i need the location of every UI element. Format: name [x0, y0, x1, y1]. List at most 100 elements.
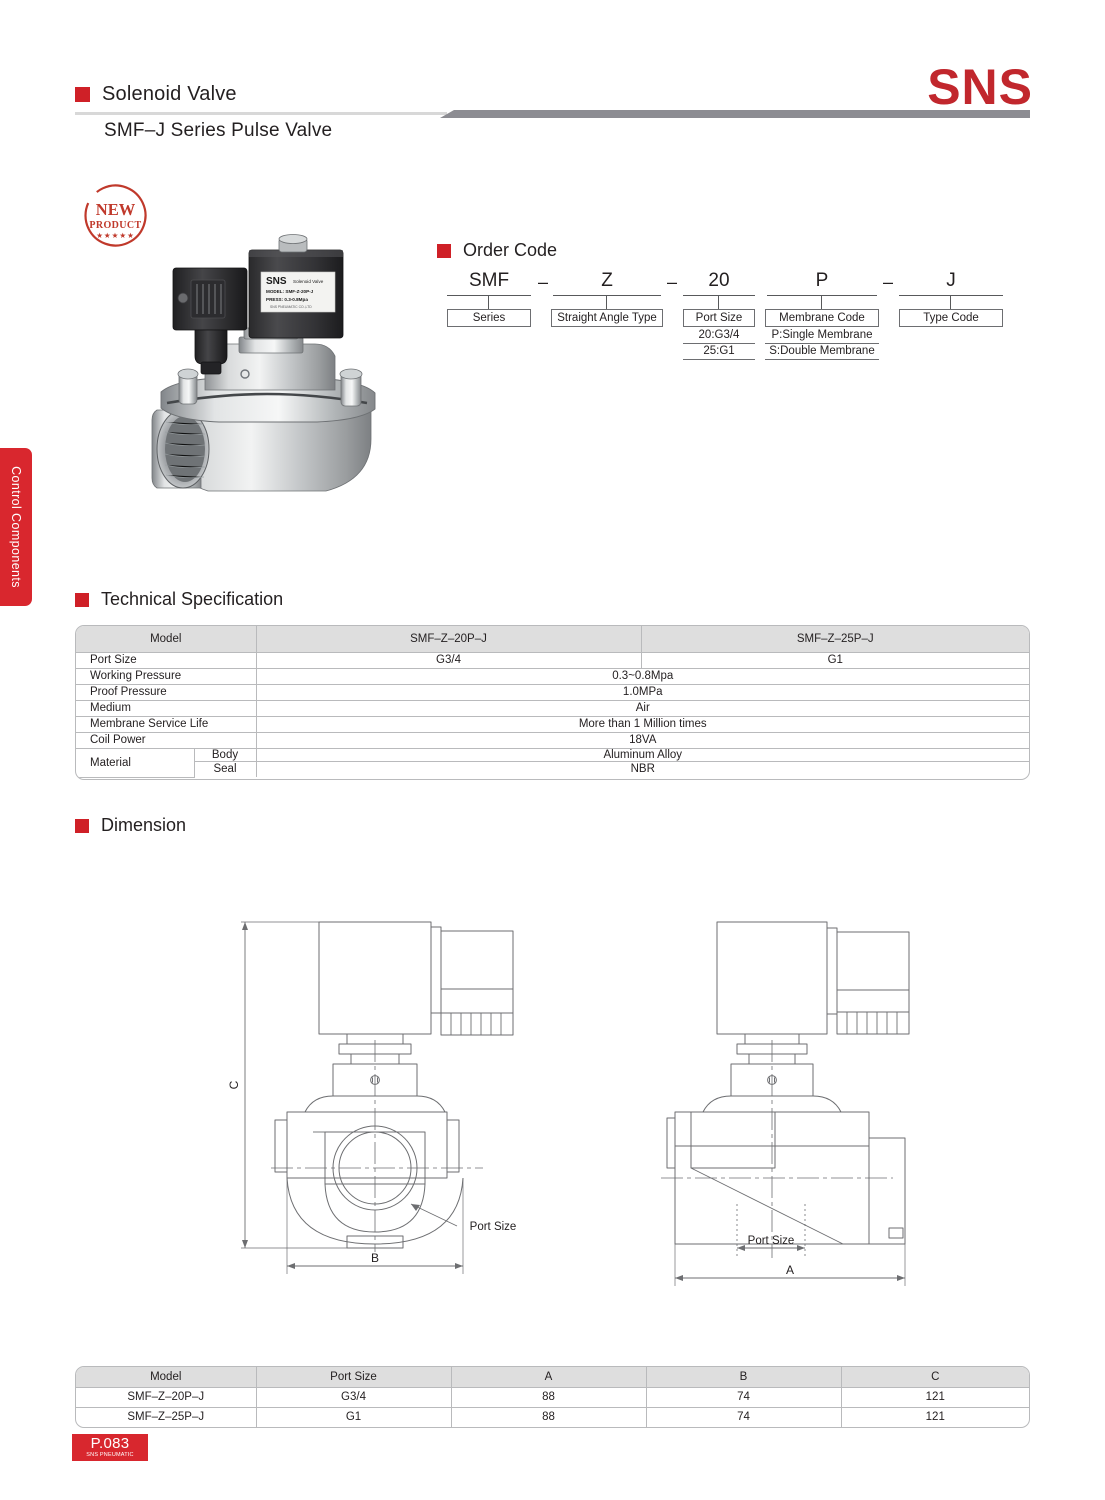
dimension-label-c: C	[227, 1080, 241, 1089]
table-row: SMF–Z–20P–J G3/4 88 74 121	[76, 1387, 1029, 1408]
dim-row-1-port-size: G1	[256, 1407, 452, 1427]
tech-label-working-pressure: Working Pressure	[76, 668, 257, 685]
order-code-note-membrane-2: S:Double Membrane	[765, 344, 879, 360]
tech-value-medium: Air	[256, 700, 1029, 717]
svg-text:PRESS: 0.3-0.8Mpa: PRESS: 0.3-0.8Mpa	[266, 297, 308, 302]
dim-row-0-model: SMF–Z–20P–J	[76, 1387, 257, 1408]
dim-row-0-a: 88	[451, 1387, 647, 1408]
tech-header-model-25p: SMF–Z–25P–J	[641, 626, 1029, 653]
tech-label-proof-pressure: Proof Pressure	[76, 684, 257, 701]
tech-label-membrane-service-life: Membrane Service Life	[76, 716, 257, 733]
tech-value-body: Aluminum Alloy	[256, 748, 1029, 762]
front-view-drawing	[241, 921, 514, 1274]
tech-value-membrane-service-life: More than 1 Million times	[256, 716, 1029, 733]
order-code-value-series: SMF	[468, 270, 510, 291]
tech-label-port-size: Port Size	[76, 652, 257, 669]
page-number-badge: P.083 SNS PNEUMATIC	[72, 1434, 148, 1461]
order-code-value-angle: Z	[601, 270, 613, 291]
table-row: Working Pressure 0.3~0.8Mpa	[76, 668, 1029, 685]
header-rule-thin	[75, 112, 447, 115]
dim-header-b: B	[646, 1367, 842, 1388]
order-code-leader-5	[950, 295, 952, 309]
dim-row-0-b: 74	[646, 1387, 842, 1408]
page-title: SMF–J Series Pulse Valve	[104, 120, 333, 141]
table-row-header: Model SMF–Z–20P–J SMF–Z–25P–J	[76, 626, 1029, 653]
dim-row-1-model: SMF–Z–25P–J	[76, 1407, 257, 1427]
section-title-technical-specification: Technical Specification	[101, 589, 284, 609]
svg-text:SNS PNEUMATIC CO.,LTD: SNS PNEUMATIC CO.,LTD	[270, 305, 312, 309]
order-code-dash-3: –	[883, 272, 894, 292]
product-photo: SNS Solenoid Valve MODEL: SMF-Z-20P-J PR…	[145, 232, 390, 517]
tech-value-coil-power: 18VA	[256, 732, 1029, 749]
tech-header-model: Model	[76, 626, 257, 653]
order-code-note-membrane-1: P:Single Membrane	[765, 328, 879, 344]
svg-text:NEW: NEW	[96, 200, 136, 219]
tech-sublabel-seal: Seal	[194, 761, 257, 777]
order-code-leader-3	[718, 295, 720, 309]
svg-text:PRODUCT: PRODUCT	[89, 220, 141, 231]
tech-label-coil-power: Coil Power	[76, 732, 257, 749]
order-code-leader-1	[488, 295, 490, 309]
table-row: Membrane Service Life More than 1 Millio…	[76, 716, 1029, 733]
dim-row-0-c: 121	[841, 1387, 1029, 1408]
dimension-drawings: C B Port Size Port Size A	[75, 880, 1030, 1300]
red-square-bullet-icon	[437, 243, 451, 258]
order-code-leader-4	[821, 295, 823, 309]
order-code-note-port-2: 25:G1	[683, 344, 755, 360]
dim-header-model: Model	[76, 1367, 257, 1388]
section-title-order-code: Order Code	[463, 240, 558, 260]
header-category-label: Solenoid Valve	[102, 83, 237, 105]
section-heading-technical-specification: Technical Specification	[75, 589, 283, 610]
order-code-value-type: J	[946, 270, 956, 291]
side-view-drawing	[661, 921, 910, 1286]
section-title-dimension: Dimension	[101, 815, 187, 835]
dim-row-1-c: 121	[925, 1411, 945, 1424]
svg-text:Solenoid Valve: Solenoid Valve	[293, 279, 324, 284]
dim-header-port-size: Port Size	[256, 1367, 452, 1388]
tech-value-seal: NBR	[630, 763, 655, 776]
dimension-table: Model Port Size A B C SMF–Z–20P–J G3/4 8…	[75, 1366, 1030, 1428]
order-code-note-port-1: 20:G3/4	[683, 328, 755, 344]
table-row: Coil Power 18VA	[76, 732, 1029, 749]
order-code-dash-2: –	[667, 272, 678, 292]
order-code-value-membrane: P	[815, 270, 829, 291]
tech-value-port-size-25p: G1	[641, 652, 1029, 669]
sidebar-tab-label: Control Components	[9, 466, 23, 588]
table-row-header: Model Port Size A B C	[76, 1367, 1029, 1388]
table-row: Proof Pressure 1.0MPa	[76, 684, 1029, 701]
dimension-label-a: A	[786, 1263, 794, 1277]
order-code-leader-2	[606, 295, 608, 309]
new-product-stamp-icon: NEW PRODUCT ★★★★★	[78, 178, 153, 253]
tech-header-model-20p: SMF–Z–20P–J	[256, 626, 642, 653]
red-square-bullet-icon	[75, 818, 89, 833]
table-row: Material Body Aluminum Alloy	[76, 748, 1029, 778]
dim-row-1-b: 74	[646, 1407, 842, 1427]
dim-table: Model Port Size A B C SMF–Z–20P–J G3/4 8…	[76, 1367, 1029, 1427]
side-view-port-size-label: Port Size	[748, 1235, 795, 1247]
tech-label-medium: Medium	[76, 700, 257, 717]
front-view-port-size-label: Port Size	[470, 1221, 517, 1233]
order-code-box-membrane: Membrane Code	[765, 309, 879, 327]
tech-value-port-size-20p: G3/4	[256, 652, 642, 669]
page-number: P.083	[90, 1435, 130, 1452]
header-rule-thick	[440, 110, 1030, 118]
table-row: Seal NBR	[76, 761, 1029, 777]
red-square-bullet-icon	[75, 87, 90, 102]
order-code-dash-1: –	[538, 272, 549, 292]
order-code-box-series: Series	[447, 309, 531, 327]
sidebar-tab-control-components: Control Components	[0, 448, 32, 606]
header-category-row: Solenoid Valve	[75, 83, 237, 106]
order-code-value-port: 20	[708, 270, 730, 291]
dim-header-a: A	[451, 1367, 647, 1388]
dim-row-0-port-size: G3/4	[256, 1387, 452, 1408]
technical-specification-table: Model SMF–Z–20P–J SMF–Z–25P–J Port Size …	[75, 625, 1030, 780]
tech-sublabel-body: Body	[194, 748, 257, 762]
table-row: Port Size G3/4 G1	[76, 652, 1029, 669]
dim-header-c: C	[841, 1367, 1029, 1388]
table-row: Medium Air	[76, 700, 1029, 717]
order-code-box-angle: Straight Angle Type	[551, 309, 663, 327]
tech-label-material: Material	[76, 748, 195, 778]
order-code-box-type: Type Code	[899, 309, 1003, 327]
tech-value-working-pressure: 0.3~0.8Mpa	[256, 668, 1029, 685]
